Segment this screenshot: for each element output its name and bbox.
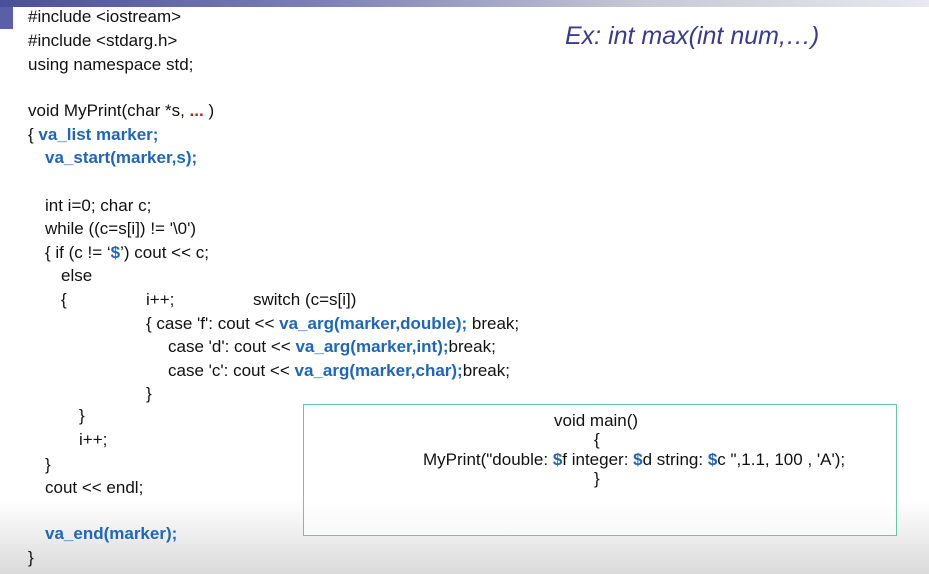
code-line-case-d: case 'd': cout << va_arg(marker,int);bre… (168, 337, 496, 357)
va-arg-char-token: va_arg(marker,char); (294, 361, 463, 380)
code-line-case-f: { case 'f': cout << va_arg(marker,double… (146, 314, 519, 334)
code-line-close-switch: } (146, 384, 152, 403)
code-line-declarations: int i=0; char c; (45, 196, 152, 215)
code-line-using-namespace: using namespace std; (28, 55, 194, 74)
code-text: break; (467, 314, 520, 333)
va-list-token: va_list marker; (38, 125, 159, 144)
code-text: ) (203, 101, 215, 120)
code-text: MyPrint("double: (423, 450, 553, 469)
code-text: c ",1.1, 100 , 'A'); (717, 450, 846, 469)
code-line-include-iostream: #include <iostream> (28, 7, 182, 26)
code-text: case 'd': cout << (168, 337, 296, 356)
code-line-open-brace: { (61, 290, 67, 309)
code-line-va-start: va_start(marker,s); (45, 148, 198, 167)
code-line-include-stdarg: #include <stdarg.h> (28, 31, 178, 50)
va-arg-double-token: va_arg(marker,double); (279, 314, 468, 333)
code-text: f integer: (562, 450, 634, 469)
code-text: d string: (642, 450, 708, 469)
code-line-close-while: } (45, 455, 51, 474)
code-text: break; (462, 361, 510, 380)
code-line-else: else (61, 266, 93, 285)
slide-left-accent (0, 7, 13, 29)
code-line-close-function: } (28, 548, 34, 567)
code-line-va-list: { va_list marker; (28, 125, 158, 145)
code-text: { (28, 125, 39, 144)
main-line-open-brace: { (594, 430, 600, 449)
code-line-while: while ((c=s[i]) != '\0') (45, 219, 197, 238)
example-title: Ex: int max(int num,…) (565, 22, 820, 50)
ellipsis-token: ... (189, 101, 204, 120)
va-arg-int-token: va_arg(marker,int); (295, 337, 449, 356)
code-line-case-c: case 'c': cout << va_arg(marker,char);br… (168, 361, 510, 381)
code-line-increment-outer: i++; (79, 430, 108, 449)
code-text: break; (448, 337, 496, 356)
code-text: ’) cout << c; (120, 243, 209, 262)
code-line-va-end: va_end(marker); (45, 524, 178, 543)
code-text: case 'c': cout << (168, 361, 295, 380)
code-line-close-else: } (79, 406, 85, 425)
code-line-cout-endl: cout << endl; (45, 478, 144, 497)
slide-top-bar (0, 0, 929, 7)
main-function-box (303, 404, 897, 536)
dollar-token: $ (707, 450, 718, 469)
code-line-increment: i++; (146, 290, 175, 309)
code-text: void MyPrint(char *s, (28, 101, 190, 120)
code-line-function-signature: void MyPrint(char *s, ... ) (28, 101, 214, 121)
main-line-signature: void main() (554, 411, 639, 430)
dollar-token: $ (552, 450, 563, 469)
code-line-if: { if (c != ‘$’) cout << c; (45, 243, 209, 263)
main-line-myprint-call: MyPrint("double: $f integer: $d string: … (423, 450, 845, 470)
code-line-switch: switch (c=s[i]) (253, 290, 357, 309)
code-text: { if (c != ‘ (45, 243, 111, 262)
dollar-token: $ (110, 243, 121, 262)
code-text: { case 'f': cout << (146, 314, 280, 333)
dollar-token: $ (633, 450, 643, 469)
main-line-close-brace: } (594, 469, 600, 488)
